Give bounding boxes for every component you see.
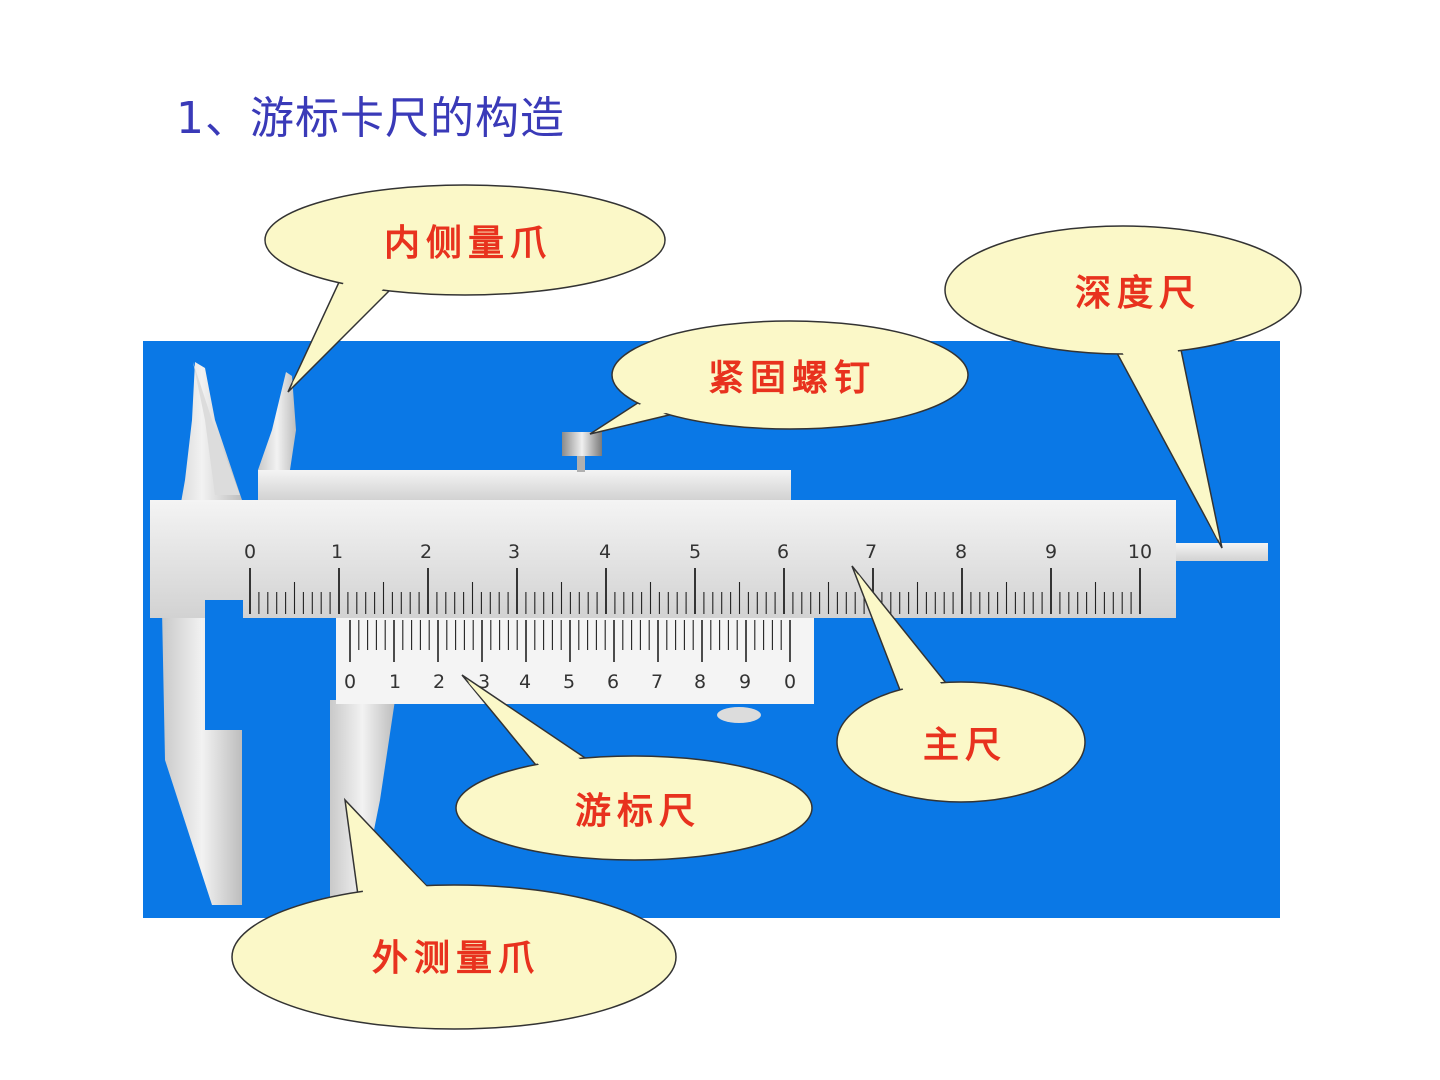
page-title: 1、游标卡尺的构造 <box>176 93 565 144</box>
fixed-inner-jaw-tip <box>193 362 240 495</box>
vernier-scale-label: 6 <box>607 671 619 693</box>
callout-depth-rod: 深度尺 <box>944 225 1302 549</box>
main-scale-label: 0 <box>244 541 256 563</box>
vernier-scale-label: 5 <box>563 671 575 693</box>
callout-main-scale: 主尺 <box>836 565 1086 803</box>
main-scale-label: 7 <box>865 541 877 563</box>
main-scale-labels: 0 1 2 3 4 5 6 7 8 9 10 <box>244 541 1152 563</box>
main-scale-label: 3 <box>508 541 520 563</box>
main-scale-label: 6 <box>777 541 789 563</box>
vernier-scale-label: 0 <box>784 671 796 693</box>
vernier-scale-labels: 0 1 2 3 4 5 6 7 8 9 0 <box>344 671 796 693</box>
main-scale-label: 9 <box>1045 541 1057 563</box>
lock-screw-shaft <box>577 456 585 472</box>
callout-depth-rod-label: 深度尺 <box>1075 272 1201 314</box>
callout-main-scale-label: 主尺 <box>923 724 1007 766</box>
callout-inner-jaw-label: 内侧量爪 <box>384 222 552 264</box>
upper-slider-bar <box>258 470 791 500</box>
main-scale-label: 5 <box>689 541 701 563</box>
vernier-thumb-wheel <box>717 707 761 723</box>
fixed-outer-jaw <box>162 362 242 905</box>
main-scale-ticks <box>249 568 1141 614</box>
callout-vernier-label: 游标尺 <box>575 790 701 832</box>
callout-outer-jaw-label: 外测量爪 <box>372 937 540 979</box>
vernier-scale-label: 0 <box>344 671 356 693</box>
main-scale-label: 10 <box>1128 541 1152 563</box>
movable-inner-jaw <box>258 372 296 500</box>
vernier-scale-label: 8 <box>694 671 706 693</box>
callout-outer-jaw: 外测量爪 <box>231 797 677 1030</box>
main-scale-label: 1 <box>331 541 343 563</box>
vernier-scale-label: 1 <box>389 671 401 693</box>
callout-lock-screw-label: 紧固螺钉 <box>708 357 876 399</box>
vernier-scale-label: 7 <box>651 671 663 693</box>
vernier-scale-label: 2 <box>433 671 445 693</box>
movable-outer-jaw <box>330 700 395 905</box>
vernier-plate <box>336 618 814 704</box>
callout-inner-jaw: 内侧量爪 <box>264 184 666 393</box>
callout-lock-screw: 紧固螺钉 <box>589 320 969 435</box>
main-scale-label: 8 <box>955 541 967 563</box>
main-beam-notch <box>205 600 243 730</box>
callout-vernier: 游标尺 <box>455 674 813 861</box>
main-scale-label: 2 <box>420 541 432 563</box>
vernier-scale-label: 9 <box>739 671 751 693</box>
main-scale-label: 4 <box>599 541 611 563</box>
lock-screw-head <box>562 432 602 456</box>
depth-rod <box>1176 543 1268 561</box>
vernier-scale-ticks <box>349 620 791 662</box>
vernier-scale-label: 4 <box>519 671 531 693</box>
